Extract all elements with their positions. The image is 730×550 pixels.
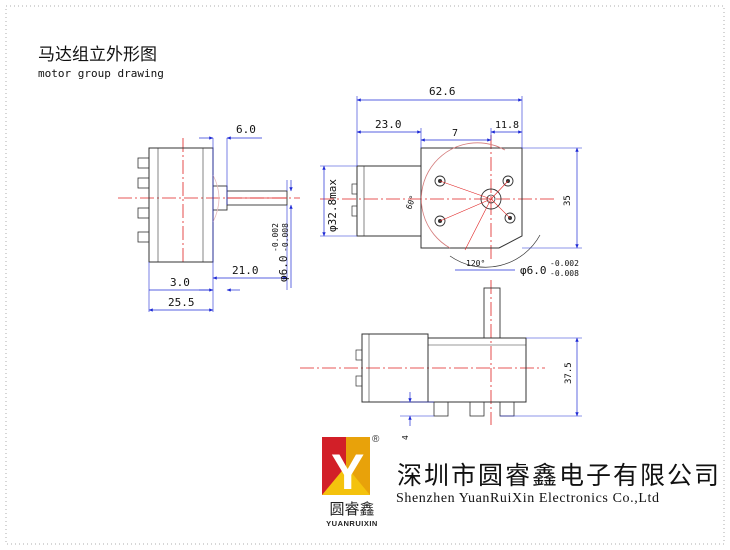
brand-name-en: YUANRUIXIN bbox=[326, 519, 378, 528]
front-tol-lower: -0.008 bbox=[550, 269, 579, 278]
front-angle-120: 120° bbox=[466, 259, 485, 268]
side-tol-lower: -0.008 bbox=[281, 223, 290, 252]
front-motor-dia: φ32.8max bbox=[326, 179, 339, 232]
bottom-view: 37.5 4 bbox=[300, 280, 582, 440]
front-dim-offset: 7 bbox=[452, 128, 458, 139]
brand-name-cn: 圆睿鑫 bbox=[329, 500, 375, 518]
side-dim-top: 6.0 bbox=[236, 123, 256, 136]
front-height: 35 bbox=[563, 195, 573, 206]
side-dim-overall: 25.5 bbox=[168, 296, 195, 309]
front-view: 62.6 23.0 7 11.8 φ32.8max 35 60° 120° φ6… bbox=[320, 85, 582, 278]
company-name-cn: 深圳市圆睿鑫电子有限公司 bbox=[397, 461, 722, 490]
company-name-en: Shenzhen YuanRuiXin Electronics Co.,Ltd bbox=[396, 491, 660, 506]
bottom-small-dim: 4 bbox=[401, 435, 410, 440]
side-shaft-dia: φ6.0 bbox=[277, 256, 290, 283]
company-logo: Y bbox=[322, 437, 370, 500]
front-dim-overall: 62.6 bbox=[429, 85, 456, 98]
front-dim-right: 11.8 bbox=[495, 120, 519, 131]
bottom-height: 37.5 bbox=[564, 362, 574, 384]
front-tol-upper: -0.002 bbox=[550, 259, 579, 268]
registered-mark: ® bbox=[372, 434, 380, 445]
side-tol-upper: -0.002 bbox=[271, 223, 280, 252]
logo-letter: Y bbox=[331, 444, 364, 500]
side-dim-mid: 21.0 bbox=[232, 264, 259, 277]
side-dim-left: 3.0 bbox=[170, 276, 190, 289]
front-dim-motor: 23.0 bbox=[375, 118, 402, 131]
drawing-subtitle: motor group drawing bbox=[38, 67, 164, 80]
side-view: 6.0 21.0 3.0 25.5 φ6.0 -0.002 -0.008 bbox=[118, 123, 300, 312]
front-shaft-dia: φ6.0 bbox=[520, 264, 547, 277]
front-angle-60: 60° bbox=[404, 194, 417, 211]
drawing-title: 马达组立外形图 bbox=[38, 45, 157, 65]
